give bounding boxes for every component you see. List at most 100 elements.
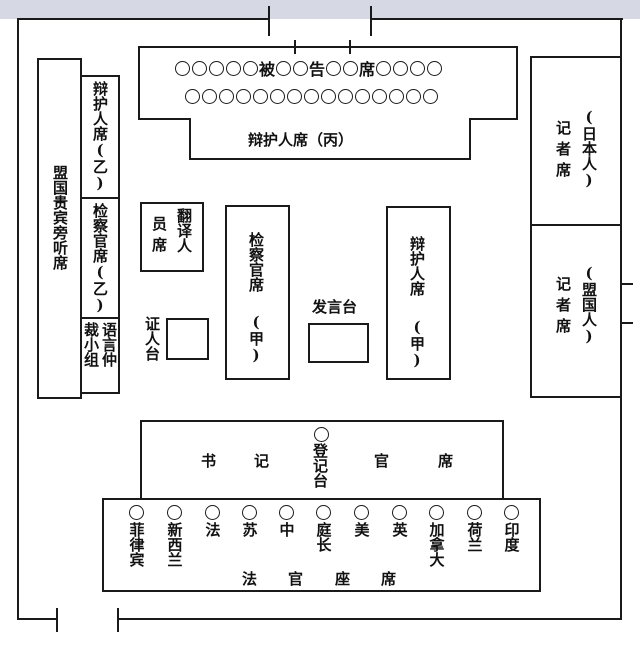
- seat-icon: [466, 505, 482, 520]
- judge-seat-philippines: 菲律宾: [126, 505, 146, 567]
- judge-seat-president: 庭长: [313, 505, 333, 552]
- seat-icon: [209, 60, 224, 76]
- seat-icon: [423, 89, 438, 104]
- seat-icon: [236, 89, 251, 104]
- defendants-row-2: [184, 89, 439, 104]
- defense-c-area: [189, 118, 471, 160]
- seat-icon: [428, 505, 444, 520]
- seat-icon: [175, 60, 190, 76]
- seat-icon: [321, 89, 336, 104]
- clerks-label-char: 书: [201, 452, 217, 470]
- seat-icon: [326, 60, 342, 76]
- door-top-right-post: [370, 6, 372, 36]
- language-arbitration-area: [80, 317, 120, 394]
- registry-seat-icon: [314, 427, 329, 442]
- seat-icon: [243, 60, 258, 76]
- witness-stand-label: 证人台: [143, 316, 161, 361]
- top-background-band: [0, 0, 640, 19]
- seat-icon: [304, 89, 319, 104]
- dock-notch-right: [349, 40, 351, 54]
- witness-stand: [166, 318, 209, 360]
- seat-icon: [355, 89, 370, 104]
- seat-icon: [226, 60, 241, 76]
- seat-icon: [128, 505, 144, 520]
- seat-icon: [166, 505, 182, 520]
- seat-icon: [372, 89, 387, 104]
- wall-bottom-right: [117, 618, 622, 620]
- judge-seat-usa: 美: [351, 505, 371, 537]
- door-top-left-post: [268, 6, 270, 36]
- seat-icon: [270, 89, 285, 104]
- prosecution-a-label: 检察官席: [247, 232, 265, 292]
- seat-icon: [276, 60, 292, 76]
- seat-icon: [287, 89, 302, 104]
- seat-icon: [503, 505, 519, 520]
- defendants-label-char: 被: [259, 60, 276, 79]
- seat-icon: [410, 60, 426, 76]
- allied-guests-label: 盟国贵宾旁听席: [51, 165, 69, 270]
- clerks-label-char: 席: [438, 452, 454, 470]
- judges-label-char: 官: [288, 570, 304, 588]
- press-allied-label: 记者席: [554, 276, 572, 339]
- interpreters-col2: 翻译人: [175, 208, 193, 253]
- judge-seat-india: 印度: [501, 505, 521, 552]
- lectern: [308, 323, 369, 363]
- defense-a-area: [386, 206, 451, 380]
- seat-icon: [219, 89, 234, 104]
- defense-b-area: [80, 75, 120, 199]
- door-bottom-left-post: [56, 608, 58, 632]
- seat-icon: [241, 505, 257, 520]
- defendants-label-char: 告: [309, 60, 326, 79]
- interpreters-area: [140, 202, 204, 272]
- seat-icon: [253, 89, 268, 104]
- press-japanese-area: [530, 56, 622, 226]
- judge-seat-uk: 英: [389, 505, 409, 537]
- seat-icon: [406, 89, 421, 104]
- seat-icon: [376, 60, 392, 76]
- press-japanese-label: 记者席: [554, 120, 572, 183]
- defendants-row-1: 被 告 席: [174, 56, 443, 80]
- wall-left: [17, 18, 19, 618]
- seat-icon: [393, 60, 409, 76]
- wall-top-left: [17, 18, 270, 20]
- seat-icon: [204, 505, 220, 520]
- wall-right-lower: [620, 322, 622, 619]
- judge-seat-france: 法: [202, 505, 222, 537]
- defense-a-suffix: (甲): [408, 318, 426, 369]
- judges-label-char: 席: [381, 570, 397, 588]
- wall-bottom-left: [17, 618, 57, 620]
- press-japanese-qualifier: (日本人): [580, 108, 598, 189]
- seat-icon: [192, 60, 207, 76]
- judges-label-char: 法: [242, 570, 258, 588]
- defendants-dock: [138, 46, 518, 120]
- door-bottom-right-post: [117, 608, 119, 632]
- press-allied-qualifier: (盟国人): [580, 264, 598, 345]
- judge-seat-netherlands: 荷兰: [464, 505, 484, 552]
- judges-label-char: 座: [335, 570, 351, 588]
- seat-icon: [293, 60, 309, 76]
- seat-icon: [185, 89, 200, 104]
- clerks-label-char: 官: [374, 452, 390, 470]
- seat-icon: [338, 89, 353, 104]
- defendants-label-char: 席: [359, 60, 376, 79]
- seat-icon: [202, 89, 217, 104]
- press-allied-area: [530, 224, 622, 398]
- seat-icon: [389, 89, 404, 104]
- interpreters-col1: 员席: [150, 216, 168, 258]
- prosecution-b-area: [80, 197, 120, 319]
- judge-seat-ussr: 苏: [239, 505, 259, 537]
- seat-icon: [391, 505, 407, 520]
- seat-icon: [353, 505, 369, 520]
- wall-top-right: [370, 18, 623, 20]
- seat-icon: [343, 60, 359, 76]
- dock-notch-left: [294, 40, 296, 54]
- language-arbitration-col1: 裁小组: [82, 322, 100, 367]
- judge-seat-new-zealand: 新西兰: [164, 505, 184, 567]
- seat-icon: [278, 505, 294, 520]
- prosecution-a-suffix: (甲): [247, 313, 265, 364]
- seat-icon: [315, 505, 331, 520]
- judge-seat-canada: 加拿大: [426, 505, 446, 567]
- seat-icon: [427, 60, 443, 76]
- language-arbitration-col2: 语言仲: [100, 322, 118, 367]
- prosecution-b-label: 检察官席(乙): [91, 203, 109, 314]
